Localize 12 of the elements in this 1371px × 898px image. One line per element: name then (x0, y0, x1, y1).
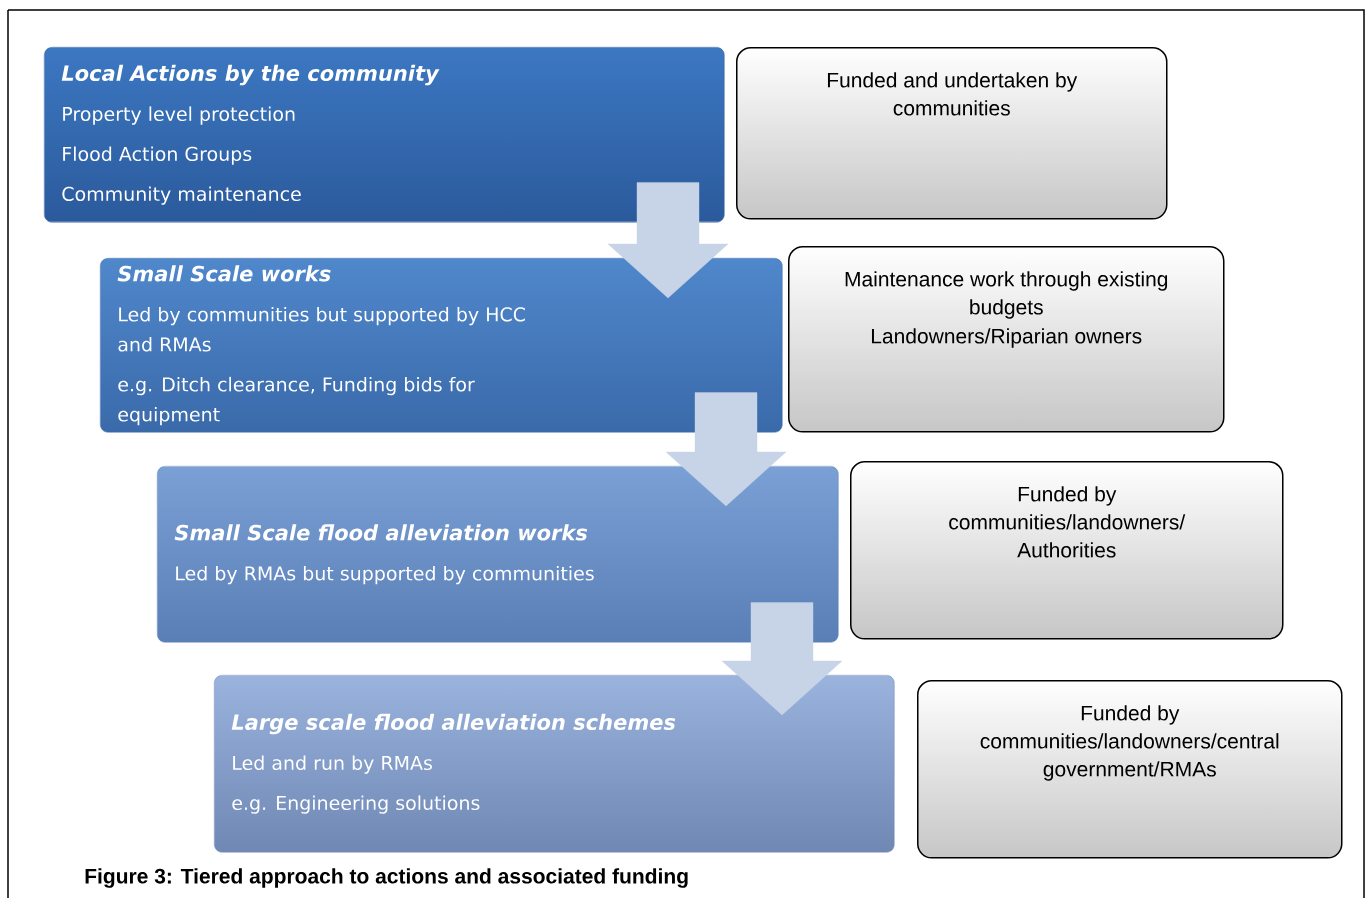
tier-box: Local Actions by the community Property level protection Flood Action Groups Community maintenance (44, 47, 725, 223)
arrow (665, 392, 787, 507)
funding-box: Funded by communities/landowners/ Authorities (850, 461, 1284, 640)
funding-box: Funded by communities/landowners/central government/RMAs (917, 680, 1343, 859)
arrow (721, 602, 843, 716)
tier-box: Small Scale works Led by communities but supported by HCC and RMAs e.g. Ditch clearance, Funding bids for equipment (100, 258, 783, 433)
tier-box: Large scale flood alleviation schemes Led and run by RMAs e.g. Engineering solutions (214, 675, 895, 853)
funding-box: Funded and undertaken by communities (736, 47, 1168, 220)
funding-box: Maintenance work through existing budgets Landowners/Riparian owners (788, 246, 1225, 433)
arrow (607, 182, 729, 299)
tier-box: Small Scale flood alleviation works Led by RMAs but supported by communities (157, 466, 839, 643)
caption: Figure 3: Tiered approach to actions and associated funding (85, 868, 688, 888)
